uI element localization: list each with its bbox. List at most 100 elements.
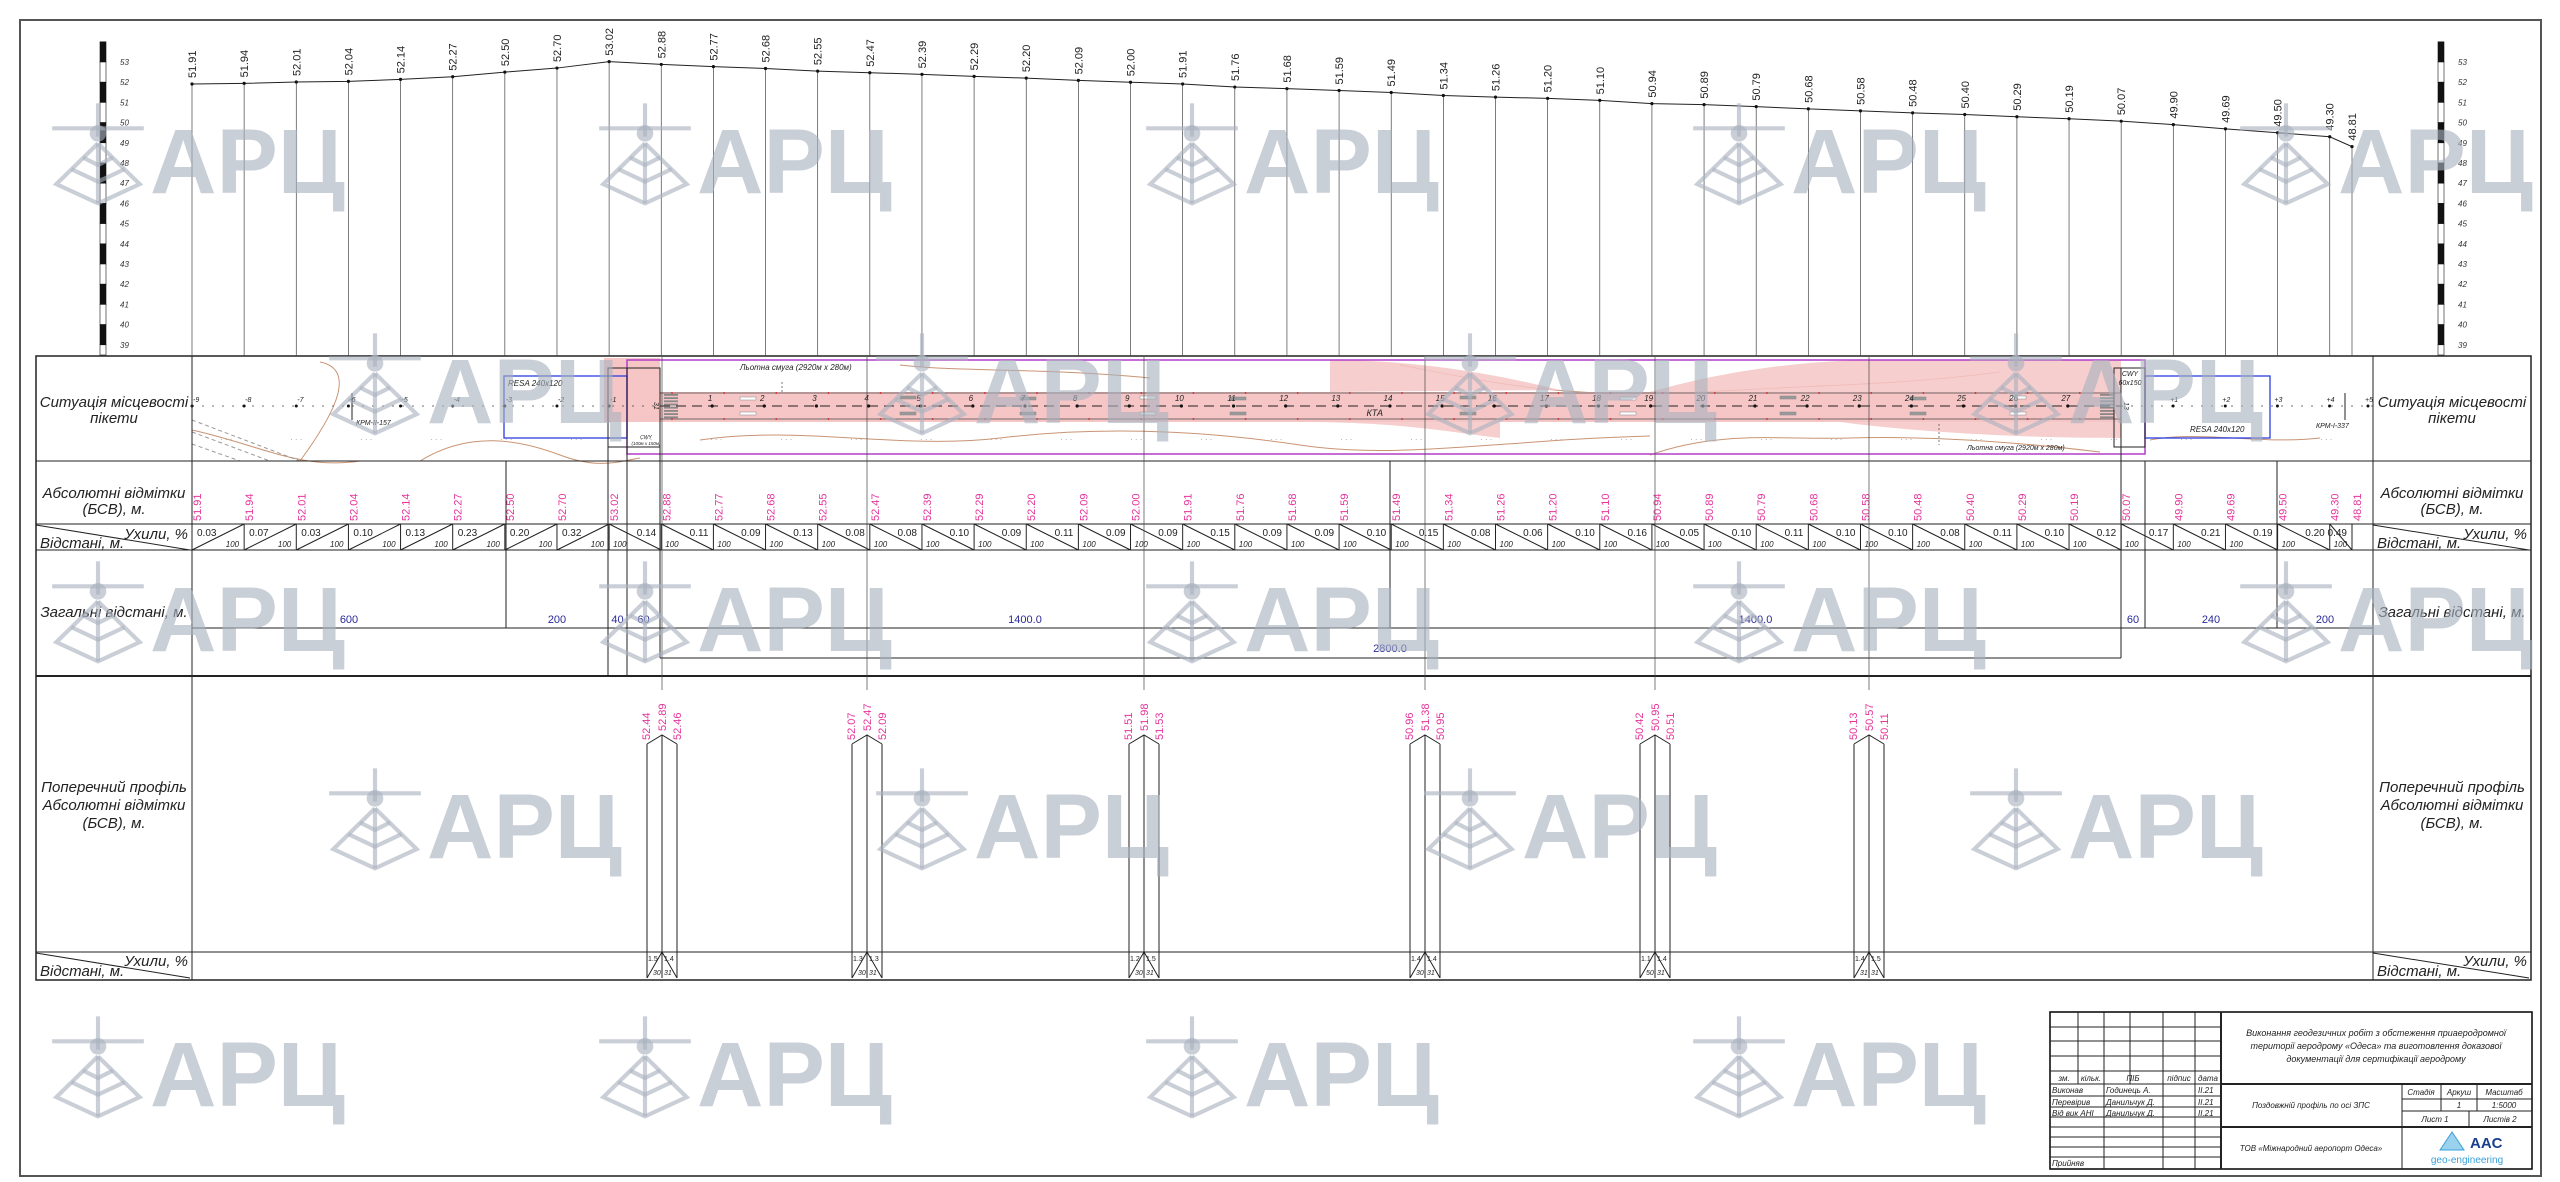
scale-tick-label: 42 — [120, 280, 129, 289]
scale-value: 1:5000 — [2492, 1101, 2517, 1110]
scale-tick-label: 41 — [2458, 300, 2467, 309]
threshold-marking — [2100, 410, 2114, 412]
scale-tick-label: 42 — [2458, 280, 2467, 289]
runway-picket-label: 21 — [1747, 394, 1757, 403]
picket-label: -8 — [245, 397, 251, 404]
scale-tick-label: 39 — [120, 341, 129, 350]
watermark: АРЦ — [1424, 333, 1717, 443]
survey-dots: · · · — [360, 435, 372, 444]
threshold-marking — [664, 406, 678, 409]
picket-point — [1179, 404, 1183, 408]
slope-distance: 100 — [978, 540, 992, 549]
picket-point — [1440, 404, 1444, 408]
aac-logo-text: AAC — [2470, 1135, 2503, 1152]
picket-point — [1596, 404, 1601, 408]
picket-label: -1 — [610, 397, 616, 404]
runway-marking — [739, 396, 757, 401]
watermark-text: АРЦ — [1522, 776, 1717, 878]
survey-dots: · · · — [1270, 435, 1282, 444]
slope-value: 0.09 — [741, 528, 761, 539]
threshold-marking — [2100, 400, 2114, 403]
profile-point — [1076, 78, 1080, 82]
slope-diagonal — [973, 523, 1027, 551]
client-name: ТОВ «Міжнародний аеропорт Одеса» — [2240, 1144, 2383, 1153]
slope-distance: 100 — [2229, 540, 2243, 549]
picket-point — [399, 404, 403, 408]
watermark: АРЦ — [1146, 561, 1439, 671]
picket-point — [242, 404, 246, 408]
table-elevation-label: 52.77 — [713, 493, 725, 521]
scale-tick-label: 47 — [2458, 179, 2467, 188]
slope-diagonal — [348, 523, 401, 551]
survey-dots: · · · — [500, 435, 512, 444]
slope-distance: 100 — [2021, 540, 2035, 549]
edge-light — [1400, 392, 1403, 394]
scale-tick-label: 51 — [2458, 98, 2467, 107]
krm-right-label: КРМ-І-337 — [2316, 423, 2350, 430]
edge-light — [671, 392, 673, 394]
label-situation-right-line1: Ситуація місцевості — [2378, 394, 2527, 411]
watermark-logo-icon — [1424, 768, 1516, 868]
general-distance-label: 240 — [2202, 614, 2220, 626]
watermark-logo-icon — [52, 103, 144, 203]
label-cross-right-line1: Поперечний профіль — [2379, 779, 2525, 796]
picket-point — [971, 404, 975, 408]
slope-value: 0.10 — [1732, 528, 1752, 539]
table-elevation-label: 49.30 — [2330, 493, 2342, 521]
slope-diagonal — [2277, 523, 2330, 551]
table-elevation-label: 52.55 — [818, 493, 830, 521]
survey-dots: · · · — [570, 435, 582, 444]
slope-distance: 100 — [1864, 540, 1878, 549]
cross-slope-right: 1.4 — [1657, 956, 1667, 963]
edge-light — [1609, 392, 1612, 394]
label-cross-distances: Відстані, м. — [40, 963, 124, 980]
profile-elevation-label: 51.59 — [1334, 57, 1346, 85]
elevation-profile: 5352515049484746454443424140395352515049… — [99, 28, 2467, 521]
profile-point — [1806, 107, 1810, 111]
slope-distance: 100 — [665, 540, 679, 549]
cross-distance-right: 31 — [1427, 970, 1435, 977]
watermark-text: АРЦ — [150, 1024, 345, 1126]
profile-elevation-label: 52.14 — [396, 46, 408, 74]
threshold-label-31: 31 — [652, 402, 659, 410]
slope-value: 0.15 — [1419, 528, 1439, 539]
watermark-logo-icon — [329, 768, 421, 868]
general-distance-label: 1400.0 — [1008, 614, 1042, 626]
scale-bar-segment — [99, 102, 107, 123]
picket-point — [294, 404, 298, 408]
scale-bar-segment — [99, 203, 107, 224]
profile-elevation-label: 50.79 — [1751, 73, 1763, 101]
survey-dots: · · · — [1620, 435, 1632, 444]
profile-point — [294, 80, 298, 84]
survey-dots: · · · — [1550, 435, 1562, 444]
profile-elevation-label: 49.90 — [2168, 91, 2180, 119]
table-elevation-label: 52.20 — [1026, 493, 1038, 521]
survey-dots: · · · — [1830, 435, 1842, 444]
threshold-marking — [664, 400, 678, 403]
picket-label: -7 — [297, 397, 304, 404]
edge-light — [1505, 392, 1508, 394]
cross-slope-left: 1.5 — [648, 956, 658, 963]
label-distances-right: Відстані, м. — [2377, 535, 2461, 552]
scale-tick-label: 40 — [2458, 321, 2467, 330]
edge-light — [827, 418, 830, 420]
edge-light — [931, 392, 934, 394]
slope-value: 0.16 — [1627, 528, 1647, 539]
table-elevation-label: 51.91 — [192, 493, 204, 521]
slope-distance: 100 — [2177, 540, 2191, 549]
edge-light — [1453, 418, 1456, 420]
cross-elevation-right: 51.53 — [1154, 712, 1166, 740]
runway-marking — [1619, 396, 1637, 401]
label-situation-line1: Ситуація місцевості — [40, 394, 189, 411]
slope-diagonal — [1599, 523, 1653, 551]
cross-slope-diagonal — [1853, 951, 1870, 979]
profile-elevation-label: 52.39 — [917, 41, 929, 69]
slope-diagonal — [2225, 523, 2278, 551]
profile-elevation-label: 50.29 — [2012, 83, 2024, 111]
profile-point — [555, 66, 559, 70]
table-elevation-label: 53.02 — [609, 493, 621, 521]
table-elevation-label: 50.07 — [2121, 493, 2133, 521]
cross-distance-right: 31 — [869, 970, 877, 977]
table-elevation-label: 50.68 — [1808, 493, 1820, 521]
